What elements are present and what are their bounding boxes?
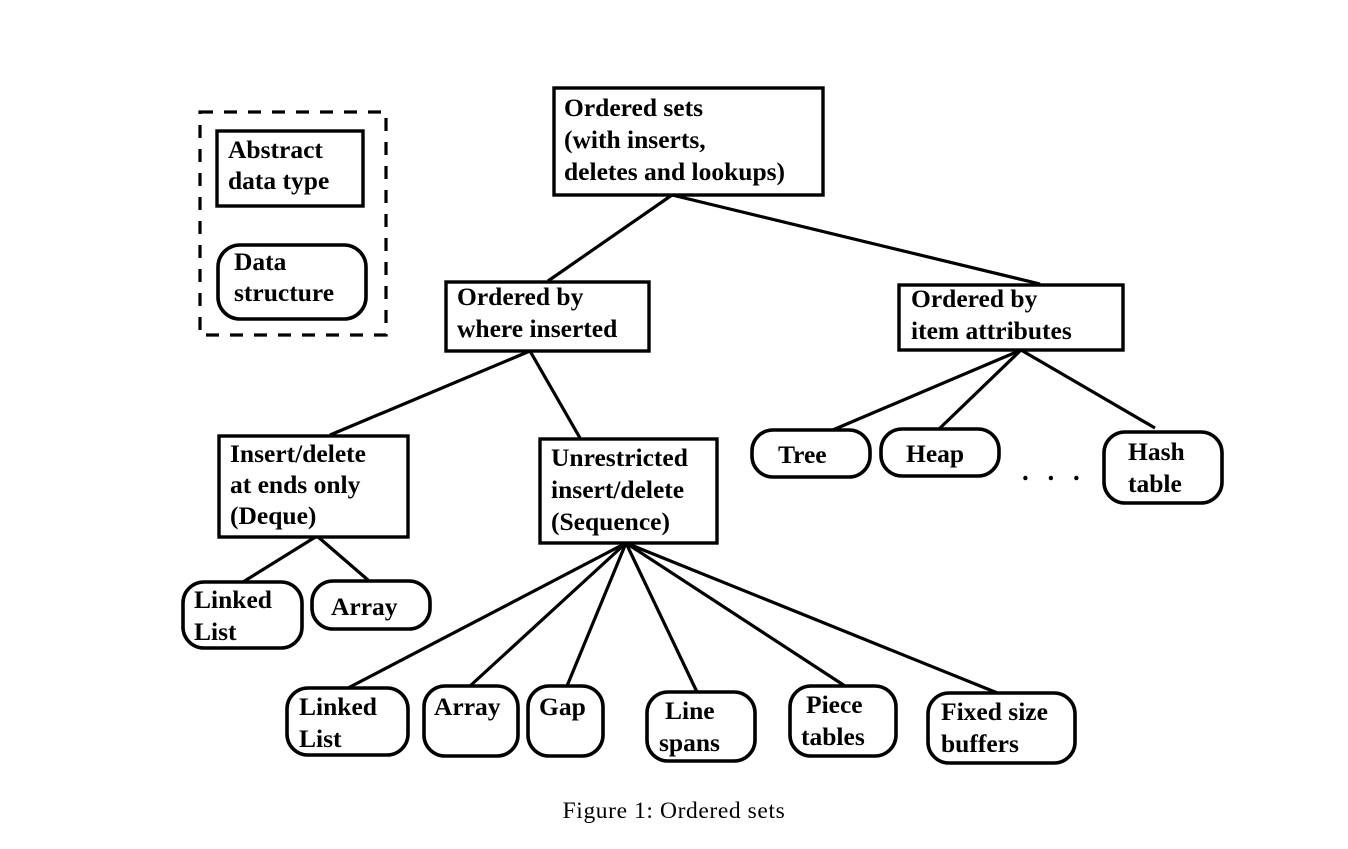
sequence-line-spans-box[interactable] [645,690,757,763]
legend-item-data-structure: Data structure [216,243,368,321]
legend-box: Abstract data type Data structure [198,110,388,337]
ordered-by-item-attributes-line2: item attributes [911,316,1072,345]
node-ordered-by-where-inserted[interactable]: Ordered by where inserted [444,280,651,353]
node-deque-linked-list[interactable]: Linked List [181,580,304,650]
sequence-piece-tables-line2: tables [801,722,865,751]
edge-sequence-to-linked-list [347,541,627,690]
heap-box[interactable] [879,427,1001,478]
node-sequence-piece-tables[interactable]: Piece tables [788,684,898,758]
sequence-gap-box[interactable] [526,684,605,758]
tree-box[interactable] [750,428,872,479]
node-ordered-sets[interactable]: Ordered sets (with inserts, deletes and … [552,86,825,197]
tree-label: Tree [778,440,827,469]
ordered-sets-line1: Ordered sets [564,93,703,122]
heap-label: Heap [906,439,964,468]
sequence-linked-list-line2: List [299,724,342,753]
sequence-fixed-size-buffers-line2: buffers [941,729,1019,758]
node-sequence-gap[interactable]: Gap [526,684,605,758]
sequence-fixed-size-buffers-box[interactable] [926,691,1077,765]
node-sequence-array[interactable]: Array [422,684,520,758]
edge-where-inserted-to-sequence [528,350,582,439]
edge-deque-to-linked-list [242,534,318,584]
sequence-linked-list-box[interactable] [285,686,410,757]
sequence-line2: insert/delete [551,475,684,504]
sequence-piece-tables-box[interactable] [788,684,898,758]
edge-sequence-to-gap [565,542,628,687]
ordered-by-where-inserted-line2: where inserted [457,314,617,343]
deque-array-box[interactable] [310,579,432,631]
legend-data-structure-line2: structure [234,278,334,307]
legend-data-structure-box [216,243,368,321]
ordered-sets-line2: (with inserts, [564,125,706,154]
ordered-sets-line3: deletes and lookups) [564,157,785,186]
edge-item-attributes-to-hash-table [1020,348,1156,430]
node-heap[interactable]: Heap [879,427,1001,478]
edge-layer [242,193,1156,696]
node-deque-array[interactable]: Array [310,579,432,631]
deque-box[interactable] [217,434,410,539]
legend-abstract-data-type-box [215,129,365,208]
edge-sequence-to-array [468,541,628,688]
legend-data-structure-line1: Data [234,247,287,276]
sequence-array-label: Array [434,692,501,721]
deque-line2: at ends only [230,470,361,499]
node-tree[interactable]: Tree [750,428,872,479]
sequence-line1: Unrestricted [551,443,688,472]
sequence-line-spans-line1: Line [665,696,715,725]
sequence-fixed-size-buffers-line1: Fixed size [941,697,1048,726]
sequence-array-box[interactable] [422,684,520,758]
ordered-by-where-inserted-box[interactable] [444,280,651,353]
figure-caption: Figure 1: Ordered sets [562,798,786,824]
sequence-box[interactable] [538,437,719,545]
edge-item-attributes-to-tree [827,348,1022,434]
edge-root-to-ordered-by-where-inserted [547,193,673,283]
sequence-linked-list-line1: Linked [299,692,377,721]
sequence-gap-label: Gap [539,692,586,721]
sequence-piece-tables-line1: Piece [806,690,863,719]
legend-item-abstract-data-type: Abstract data type [215,129,365,208]
sequence-line3: (Sequence) [551,507,670,536]
sequence-line-spans-line2: spans [659,728,720,757]
legend-dashed-border [198,110,388,337]
edge-where-inserted-to-deque [329,349,531,437]
node-sequence-line-spans[interactable]: Line spans [645,690,757,763]
node-sequence-linked-list[interactable]: Linked List [285,686,410,757]
hash-table-line2: table [1128,469,1182,498]
edge-root-to-ordered-by-item-attributes [671,193,1041,286]
edge-item-attributes-to-heap [936,348,1023,432]
legend-abstract-data-type-line1: Abstract [228,135,323,164]
deque-linked-list-box[interactable] [181,580,304,650]
ordered-by-item-attributes-box[interactable] [897,283,1125,352]
hash-table-line1: Hash [1128,437,1185,466]
node-insert-delete-at-ends-only-deque[interactable]: Insert/delete at ends only (Deque) [217,434,410,539]
deque-linked-list-line1: Linked [194,585,272,614]
ordered-sets-box[interactable] [552,86,825,197]
node-sequence-fixed-size-buffers[interactable]: Fixed size buffers [926,691,1077,765]
ellipsis-label: . . . [1022,456,1086,486]
legend-abstract-data-type-line2: data type [228,166,329,195]
edge-sequence-to-line-spans [624,542,699,693]
deque-linked-list-line2: List [194,617,237,646]
deque-array-label: Array [331,592,398,621]
edge-deque-to-array [315,534,370,582]
ordered-by-where-inserted-line1: Ordered by [457,282,584,311]
node-hash-table[interactable]: Hash table [1102,430,1224,505]
node-ordered-by-item-attributes[interactable]: Ordered by item attributes [897,283,1125,352]
node-unrestricted-insert-delete-sequence[interactable]: Unrestricted insert/delete (Sequence) [538,437,719,545]
edge-sequence-to-piece-tables [625,541,846,688]
deque-line3: (Deque) [230,501,316,530]
edge-sequence-to-fixed-size-buffers [625,541,1001,696]
ordered-by-item-attributes-line1: Ordered by [911,284,1038,313]
hash-table-box[interactable] [1102,430,1224,505]
deque-line1: Insert/delete [230,439,366,468]
